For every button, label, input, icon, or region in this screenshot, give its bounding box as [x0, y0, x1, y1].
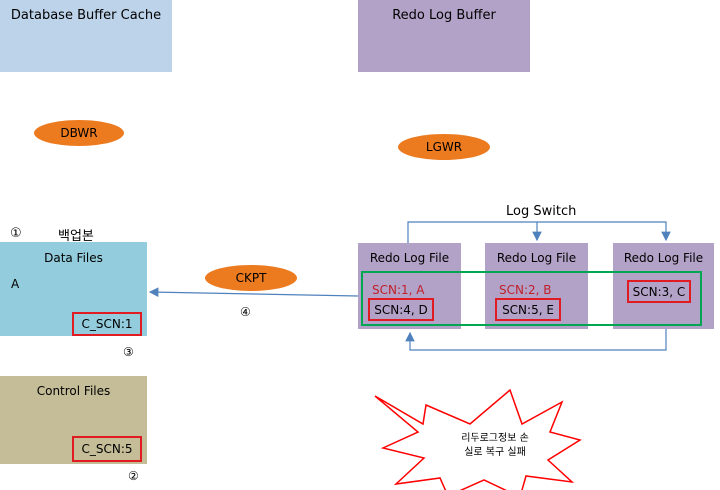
redo-buffer-label: Redo Log Buffer [392, 8, 496, 23]
data-files-title: Data Files [44, 251, 103, 265]
redo-log-file-2: Redo Log File SCN:2, B SCN:5, E [485, 243, 588, 329]
dbwr-process: DBWR [34, 120, 124, 146]
redo-log-file-1-current: SCN:4, D [368, 298, 434, 321]
buffer-cache-label: Database Buffer Cache [10, 8, 162, 23]
data-block-label: A [11, 277, 20, 291]
log-cycle-arrow [405, 329, 667, 351]
redo-log-file-1: Redo Log File SCN:1, A SCN:4, D [358, 243, 461, 329]
data-files-marker: ③ [123, 345, 134, 359]
control-files: Control Files C_SCN:5 [0, 376, 147, 464]
checkpoint-arrow [148, 287, 359, 297]
control-files-title: Control Files [36, 384, 111, 398]
current-redo-group-outline [361, 271, 702, 326]
redo-log-buffer: Redo Log Buffer [358, 0, 530, 72]
redo-log-file-3-title: Redo Log File [623, 251, 704, 265]
redo-log-file-3: Redo Log File SCN:3, C [613, 243, 714, 329]
database-buffer-cache: Database Buffer Cache [0, 0, 172, 72]
failure-note-line1: 리두로그정보 손 [461, 433, 529, 444]
lgwr-process: LGWR [398, 134, 490, 160]
control-files-scn: C_SCN:5 [72, 436, 142, 462]
failure-note: 리두로그정보 손 실로 복구 실패 [440, 432, 550, 460]
data-files: Data Files A C_SCN:1 [0, 242, 147, 336]
failure-note-line2: 실로 복구 실패 [464, 447, 526, 458]
redo-log-file-2-title: Redo Log File [496, 251, 577, 265]
redo-log-file-1-title: Redo Log File [369, 251, 450, 265]
redo-log-file-2-old: SCN:2, B [499, 283, 552, 297]
log-switch-label: Log Switch [506, 204, 577, 219]
redo-log-file-3-current: SCN:3, C [627, 280, 691, 303]
ckpt-marker: ④ [240, 305, 251, 319]
backup-marker: ① [10, 226, 22, 241]
failure-burst-shape [374, 388, 582, 490]
ckpt-process: CKPT [205, 265, 297, 291]
backup-label: 백업본 [58, 229, 94, 244]
data-files-scn: C_SCN:1 [72, 312, 142, 336]
redo-log-file-1-old: SCN:1, A [372, 283, 425, 297]
control-files-marker: ② [128, 469, 139, 483]
redo-log-file-2-current: SCN:5, E [495, 298, 561, 321]
